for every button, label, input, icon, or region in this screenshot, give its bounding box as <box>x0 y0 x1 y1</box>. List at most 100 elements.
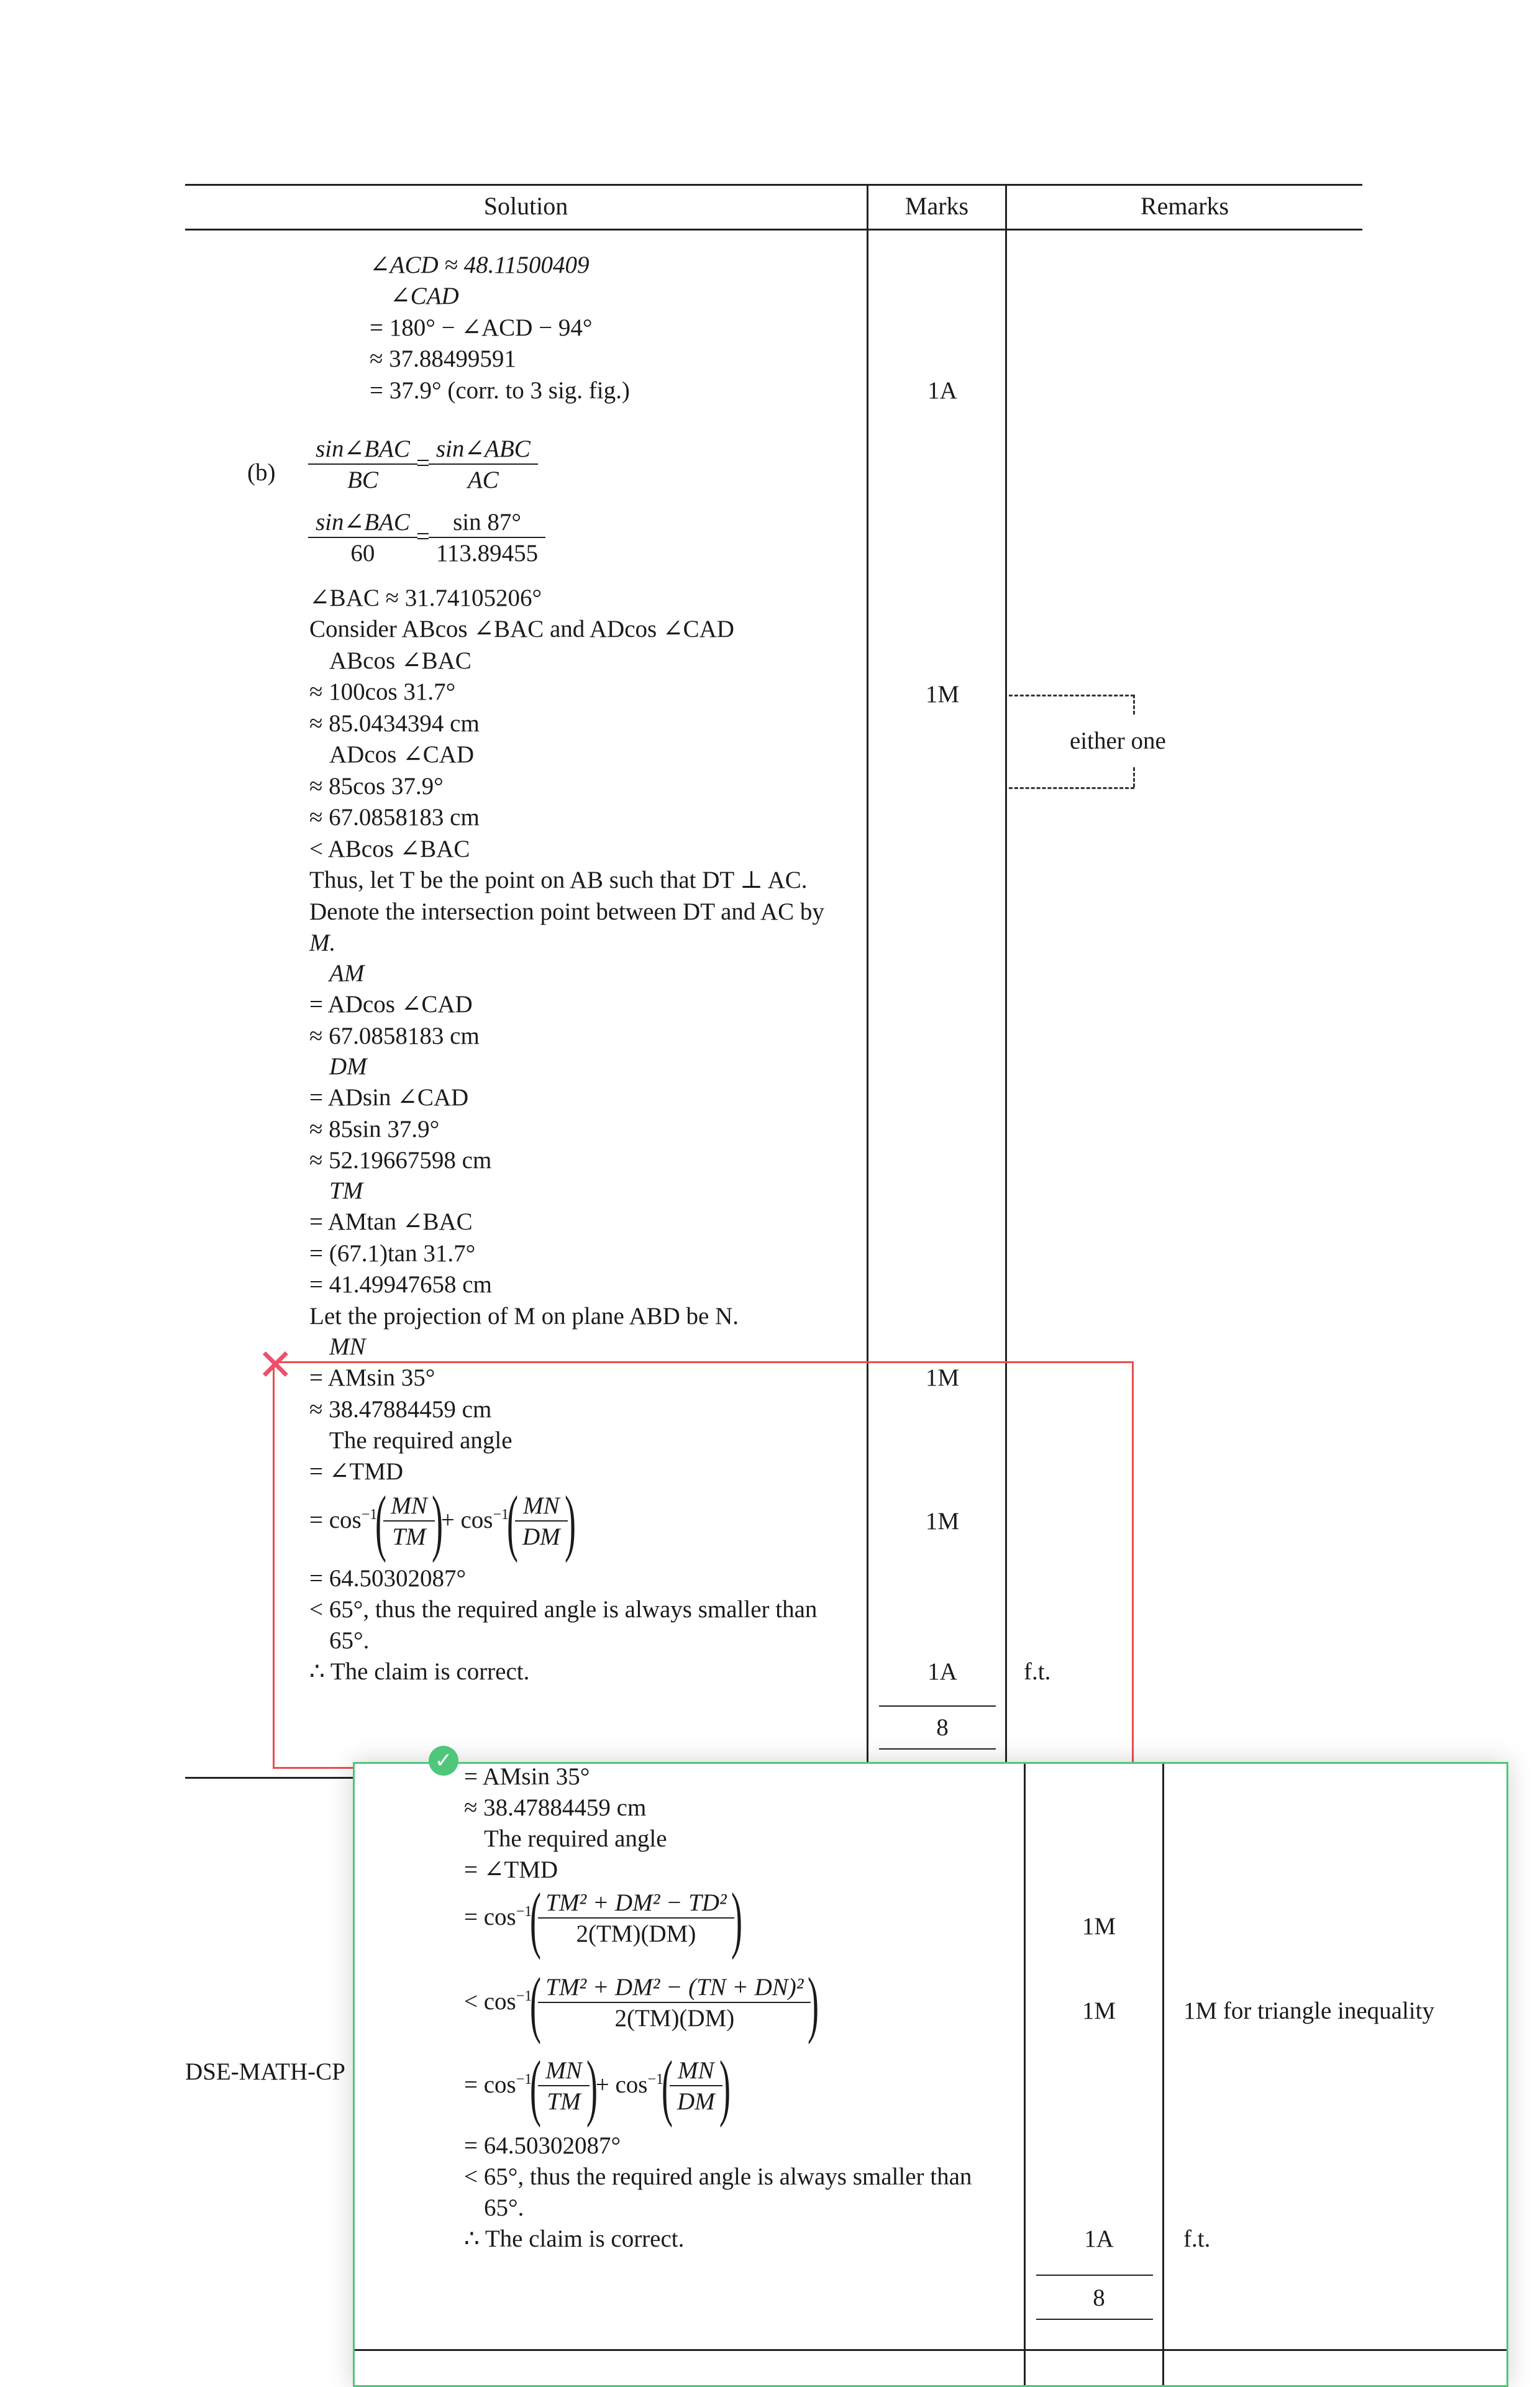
mark-1m: 1M <box>1082 1913 1116 1940</box>
solution-line: DM <box>329 1053 367 1080</box>
solution-line: ADcos ∠CAD <box>329 741 475 768</box>
cross-icon: ✕ <box>257 1340 294 1390</box>
incorrect-region-highlight <box>273 1361 1134 1769</box>
solution-line: Let the projection of M on plane ABD be … <box>309 1303 739 1330</box>
solution-line: TM <box>329 1177 363 1204</box>
solution-line: = ∠TMD <box>309 1458 404 1485</box>
fraction-denominator: BC <box>308 463 417 496</box>
solution-line: = (67.1)tan 31.7° <box>309 1240 476 1267</box>
mark-total: 8 <box>936 1714 949 1741</box>
mark-1m: 1M <box>1082 1997 1116 2024</box>
equation-prefix: = cos <box>464 2071 516 2098</box>
solution-line: = AMsin 35° <box>309 1364 435 1391</box>
solution-line: ≈ 67.0858183 cm <box>309 1023 480 1049</box>
solution-line: = AMsin 35° <box>464 1763 590 1790</box>
fraction-denominator: 2(TM)(DM) <box>538 2002 811 2034</box>
remark-bracket <box>1133 695 1135 714</box>
part-label: (b) <box>247 459 276 486</box>
solution-line: = AMtan ∠BAC <box>309 1208 473 1235</box>
fraction-numerator: TM² + DM² − TD² <box>545 1889 727 1916</box>
solution-line: ∴ The claim is correct. <box>464 2225 685 2252</box>
remark-bracket <box>1009 787 1134 789</box>
solution-line: ≈ 85.0434394 cm <box>309 710 480 737</box>
solution-line: Denote the intersection point between DT… <box>309 898 824 925</box>
equation-superscript: −1 <box>493 1506 509 1523</box>
column-divider-solution-marks <box>867 184 868 1762</box>
header-marks: Marks <box>904 192 969 220</box>
equation-plus: + cos <box>595 2071 648 2098</box>
remark-bracket <box>1133 767 1135 787</box>
solution-line: < 65°, thus the required angle is always… <box>309 1596 818 1623</box>
fraction-denominator: TM <box>538 2085 590 2117</box>
solution-line: = ADcos ∠CAD <box>309 991 473 1018</box>
remark-ft: f.t. <box>1183 2225 1211 2252</box>
equation-superscript: −1 <box>516 2071 532 2088</box>
equation-superscript: −1 <box>647 2071 663 2088</box>
solution-line: 65°. <box>329 1627 370 1654</box>
fraction-numerator: MN <box>523 1492 560 1519</box>
total-rule <box>879 1748 996 1750</box>
solution-line: ∠ACD ≈ 48.11500409 <box>370 252 590 278</box>
fraction-denominator: 2(TM)(DM) <box>538 1917 734 1950</box>
solution-line: = 37.9° (corr. to 3 sig. fig.) <box>370 377 630 404</box>
table-top-rule <box>185 184 1362 186</box>
fraction-denominator: DM <box>669 2085 722 2117</box>
equation-prefix: = cos <box>309 1506 362 1533</box>
fraction-denominator: DM <box>514 1520 568 1553</box>
solution-line: = 64.50302087° <box>464 2132 621 2159</box>
mark-1a: 1A <box>1084 2225 1114 2252</box>
fraction-numerator: MN <box>391 1492 427 1519</box>
mark-1m: 1M <box>925 1364 960 1391</box>
solution-line: ≈ 85cos 37.9° <box>309 773 444 800</box>
solution-line: 65°. <box>484 2194 524 2221</box>
solution-line: The required angle <box>329 1427 513 1454</box>
column-divider-solution-marks <box>1024 1764 1026 2385</box>
solution-line: ABcos ∠BAC <box>329 647 472 674</box>
fraction-numerator: sin∠BAC <box>316 436 410 462</box>
equation-superscript: −1 <box>361 1506 378 1523</box>
table-bottom-rule <box>355 2349 1506 2351</box>
fraction-denominator: AC <box>428 463 538 496</box>
solution-line: = 180° − ∠ACD − 94° <box>370 314 593 341</box>
fraction-numerator: MN <box>545 2057 582 2084</box>
solution-line: ≈ 37.88499591 <box>370 345 516 372</box>
mark-1m: 1M <box>925 681 960 708</box>
mark-1a: 1A <box>927 1658 957 1685</box>
fraction-numerator: TM² + DM² − (TN + DN)² <box>545 1974 804 2001</box>
fraction-numerator: sin∠ABC <box>435 436 531 462</box>
solution-line: = 64.50302087° <box>309 1565 467 1592</box>
remark-either-one: either one <box>1070 728 1166 754</box>
solution-line: The required angle <box>484 1825 667 1852</box>
equation-superscript: −1 <box>516 1903 532 1920</box>
total-rule <box>879 1705 996 1707</box>
header-solution: Solution <box>483 192 568 220</box>
column-divider-marks-remarks <box>1005 184 1007 1762</box>
mark-1a: 1A <box>927 377 957 404</box>
solution-line: ∠CAD <box>390 283 459 309</box>
equation-prefix: = cos <box>464 1903 516 1930</box>
fraction-numerator: sin 87° <box>453 509 521 536</box>
solution-line: ≈ 38.47884459 cm <box>464 1794 647 1821</box>
total-rule <box>1036 2319 1153 2320</box>
solution-line: ≈ 52.19667598 cm <box>309 1147 492 1174</box>
fraction-numerator: MN <box>678 2057 714 2084</box>
solution-line: Consider ABcos ∠BAC and ADcos ∠CAD <box>309 616 734 642</box>
table-header-rule <box>185 229 1362 230</box>
solution-line: ≈ 85sin 37.9° <box>309 1116 440 1143</box>
solution-line: = ∠TMD <box>464 1856 558 1883</box>
equation-superscript: −1 <box>516 1988 532 2004</box>
solution-line: Thus, let T be the point on AB such that… <box>309 867 808 893</box>
remark-ft: f.t. <box>1024 1658 1051 1685</box>
solution-line: M. <box>309 929 336 956</box>
fraction-denominator: 60 <box>308 537 417 569</box>
column-divider-marks-remarks <box>1162 1764 1164 2385</box>
fraction-numerator: sin∠BAC <box>316 509 410 536</box>
solution-line: ≈ 100cos 31.7° <box>309 678 456 705</box>
mark-total: 8 <box>1093 2284 1105 2311</box>
equation-plus: + cos <box>440 1506 493 1533</box>
remark-bracket <box>1009 695 1134 696</box>
solution-line: ∴ The claim is correct. <box>309 1658 530 1685</box>
